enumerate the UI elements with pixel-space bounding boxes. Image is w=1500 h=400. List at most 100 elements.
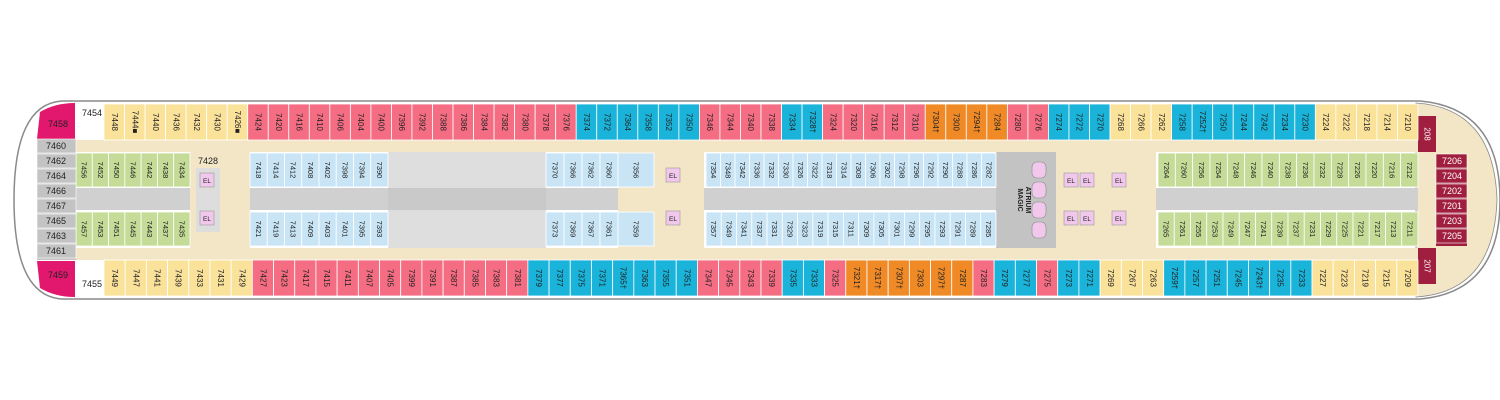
cabin[interactable] xyxy=(36,168,77,184)
cabin-number: 7214 xyxy=(1383,113,1392,131)
cabin[interactable] xyxy=(36,228,77,244)
cabin-number: 7273 xyxy=(1064,269,1073,287)
atrium-pod xyxy=(1031,181,1047,199)
cabin-number: 7308 xyxy=(854,162,863,179)
cabin-number: 7382 xyxy=(500,113,509,131)
cabin[interactable] xyxy=(370,152,389,188)
cabin[interactable] xyxy=(617,152,655,188)
cabin[interactable] xyxy=(1397,103,1419,141)
cabin-number: 7330 xyxy=(781,162,790,179)
cabin-number: 7340 xyxy=(746,113,755,131)
atrium-pod xyxy=(1031,161,1047,179)
cabin-number: 7306 xyxy=(868,162,877,179)
cabin-number: 7213 xyxy=(1389,221,1398,238)
cabin-number: 7324 xyxy=(828,113,837,131)
cabin[interactable] xyxy=(173,152,191,188)
cabin[interactable] xyxy=(1435,183,1468,199)
cabin-number: 7356 xyxy=(632,162,641,179)
cabin-number: 7424 xyxy=(253,113,262,131)
elevator xyxy=(1079,172,1095,188)
cabin-number: 7209 xyxy=(1403,269,1412,287)
cabin[interactable] xyxy=(173,211,191,247)
cabin[interactable] xyxy=(36,183,77,199)
cabin-number: 7291 xyxy=(953,221,962,238)
cabin-number: 7365† xyxy=(619,267,628,289)
cabin-number: 7415 xyxy=(322,269,331,287)
cabin-number: 7402 xyxy=(323,162,332,179)
cabin-number: 7282 xyxy=(984,162,993,179)
cabin-number: 7271 xyxy=(1085,269,1094,287)
cabin-number: 7409 xyxy=(306,221,315,238)
cabin[interactable] xyxy=(370,211,389,247)
cabin[interactable] xyxy=(36,198,77,214)
cabin[interactable] xyxy=(1435,153,1468,169)
cabin-number: 7339 xyxy=(767,269,776,287)
cabin-number: 7287 xyxy=(958,269,967,287)
cabin-number: 7325 xyxy=(831,269,840,287)
cabin-number: 7332 xyxy=(767,162,776,179)
cabin-number: 7344 xyxy=(726,113,735,131)
cabin[interactable] xyxy=(1435,213,1468,229)
cabin-number: 7228 xyxy=(1336,162,1345,179)
cabin-number: 7393 xyxy=(375,221,384,238)
cabin-number: 7317† xyxy=(873,267,882,289)
cabin[interactable] xyxy=(36,213,77,229)
cabin-number: 7343 xyxy=(746,269,755,287)
cabin-number: 7232 xyxy=(1318,162,1327,179)
cabin-number: 7242 xyxy=(1260,113,1269,131)
cabin[interactable] xyxy=(36,138,77,154)
cabin-number: 7418 xyxy=(254,162,263,179)
cabin-number: 7252† xyxy=(1198,111,1207,133)
cabin-number: 7454 xyxy=(82,108,102,118)
cabin-number: 7285 xyxy=(984,221,993,238)
cabin-number: 7289 xyxy=(969,221,978,238)
cabin-number: 7363 xyxy=(640,269,649,287)
elevator-label: EL xyxy=(203,178,211,185)
cabin-number: 7222 xyxy=(1342,113,1351,131)
cabin[interactable] xyxy=(36,243,77,259)
cabin-number: 7326 xyxy=(796,162,805,179)
cabin-number: 7329 xyxy=(785,221,794,238)
cabin-number: 7224 xyxy=(1321,113,1330,131)
cabin-number: 7376 xyxy=(561,113,570,131)
cabin[interactable] xyxy=(1400,152,1419,188)
cabin-number: 7448 xyxy=(110,113,119,131)
central-corridor xyxy=(76,188,1418,210)
cabin[interactable] xyxy=(981,152,997,188)
cabin-number: 7220 xyxy=(1370,162,1379,179)
cabin-number: 7371 xyxy=(598,269,607,287)
cabin-number: 7314 xyxy=(839,162,848,179)
cabin-number: 7362 xyxy=(587,162,596,179)
aft-magenta-bottom xyxy=(37,261,75,297)
cabin[interactable] xyxy=(617,211,655,247)
cabin-number: 7435 xyxy=(177,221,186,238)
cabin-number: 7381 xyxy=(513,269,522,287)
cabin-number: 7440 xyxy=(151,113,160,131)
cabin-number: 7230 xyxy=(1301,113,1310,131)
cabin-number: 7211 xyxy=(1405,221,1414,237)
cabin[interactable] xyxy=(1396,259,1419,297)
cabin-number: 7408 xyxy=(306,162,315,179)
elevator xyxy=(1079,210,1095,226)
cabin-number: 7437 xyxy=(161,221,170,238)
cabin-number: 7264 xyxy=(1162,162,1171,179)
cabin-number: 7243† xyxy=(1255,267,1264,289)
cabin-number: 7240 xyxy=(1266,162,1275,179)
cabin[interactable] xyxy=(36,153,77,169)
cabin-number: 7216 xyxy=(1388,162,1397,179)
cabin-number: 7460 xyxy=(46,141,66,151)
cabin-number: 7361 xyxy=(605,221,614,238)
cabin[interactable] xyxy=(1435,228,1468,244)
cabin-number: 7229 xyxy=(1324,221,1333,238)
cabin[interactable] xyxy=(980,211,997,247)
cabin-number: 7378 xyxy=(541,113,550,131)
cabin-number: 7303 xyxy=(915,269,924,287)
cabin-number: 7258 xyxy=(1177,113,1186,131)
cabin-number: 7432 xyxy=(192,113,201,131)
elevator xyxy=(199,210,215,226)
aft-white-box-bottom xyxy=(78,278,104,296)
cabin[interactable] xyxy=(1435,198,1468,214)
cabin[interactable] xyxy=(1401,211,1419,247)
cabin-number: 7459 xyxy=(48,270,68,280)
cabin[interactable] xyxy=(1435,168,1468,184)
